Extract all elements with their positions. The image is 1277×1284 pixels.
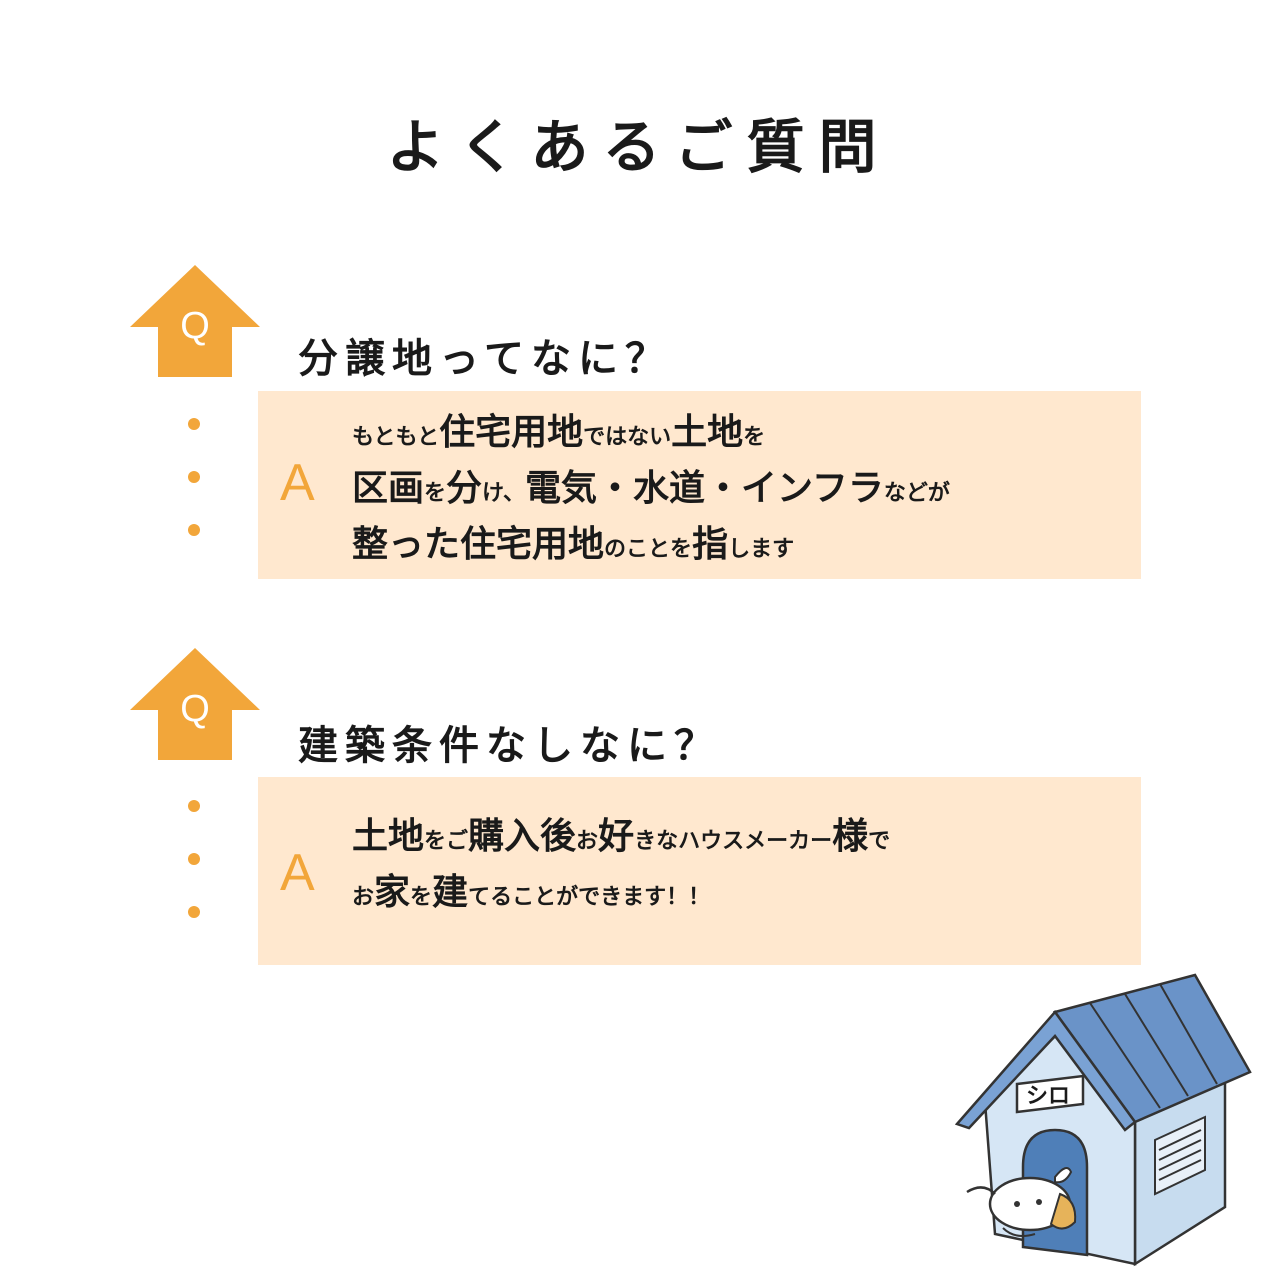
answer-segment: を [424,481,447,506]
dot-divider [188,800,202,959]
question-text: 建築条件なしなに？ [298,723,721,769]
answer-segment: 住宅用地 [439,412,584,453]
answer-segment: を [410,885,433,910]
answer-segment: 購入後 [468,816,577,857]
answer-box: A 土地をご購入後お好きなハウスメーカー様で お家を建てることができます！！ [258,777,1141,965]
answer-segment: 建 [432,872,469,913]
answer-segment: のことを [604,537,693,562]
answer-segment: てることができます！！ [468,885,711,910]
answer-line: もともと住宅用地ではない土地を [352,405,950,461]
q-badge-icon: Q [130,648,260,760]
answer-segment: ではない [583,425,672,450]
answer-line: 整った住宅用地のことを指します [352,517,950,573]
dot [188,906,200,918]
answer-segment: お [352,885,375,910]
doghouse-illustration: シロ [954,972,1255,1272]
dot-divider [188,418,202,577]
answer-segment: 電気・水道・インフラ [524,468,884,509]
question-text: 分譲地ってなに？ [298,336,672,382]
answer-segment: 区画 [352,468,425,509]
answer-segment: 整 [352,524,389,565]
answer-segment: などが [883,481,950,506]
dot [188,800,200,812]
doghouse-sign-text: シロ [1026,1084,1070,1109]
answer-segment: 住宅用地 [460,524,605,565]
answer-segment: った [388,524,461,565]
q-badge-icon: Q [130,265,260,377]
answer-label: A [280,454,315,512]
answer-segment: もともと [352,425,440,450]
q-letter: Q [180,688,210,730]
answer-segment: け、 [482,481,525,506]
answer-segment: 分 [446,468,483,509]
answer-segment: 様 [832,816,869,857]
answer-segment: します [728,537,795,562]
answer-segment: 家 [374,872,411,913]
answer-segment: 好 [598,816,635,857]
answer-segment: 土地 [671,412,744,453]
dot [188,418,200,430]
answer-segment: 土地 [352,816,425,857]
answer-text: もともと住宅用地ではない土地を 区画を分け、電気・水道・インフラなどが 整った住… [352,405,950,573]
answer-segment: お [576,829,599,854]
q-letter: Q [180,305,210,347]
page-title: よくあるご質問 [386,113,891,181]
answer-box: A もともと住宅用地ではない土地を 区画を分け、電気・水道・インフラなどが 整っ… [258,391,1141,579]
answer-segment: きなハウスメーカー [634,829,833,854]
dot [188,853,200,865]
answer-line: お家を建てることができます！！ [352,865,890,921]
answer-segment: をご [424,829,469,854]
answer-text: 土地をご購入後お好きなハウスメーカー様で お家を建てることができます！！ [352,809,890,921]
dot [188,524,200,536]
dot [188,471,200,483]
answer-label: A [280,844,315,902]
answer-segment: 指 [692,524,729,565]
answer-line: 土地をご購入後お好きなハウスメーカー様で [352,809,890,865]
answer-segment: を [743,425,766,450]
answer-line: 区画を分け、電気・水道・インフラなどが [352,461,950,517]
answer-segment: で [868,829,891,854]
